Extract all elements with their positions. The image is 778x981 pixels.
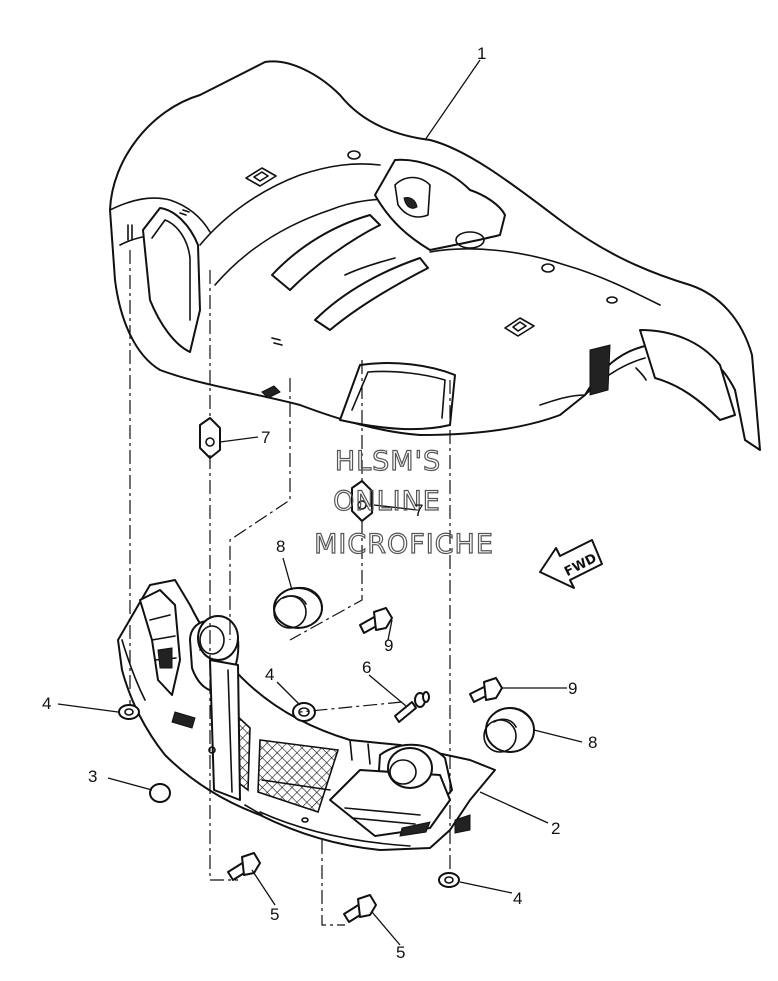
leader-lines: [57, 59, 583, 946]
cap: [149, 783, 171, 803]
callout-7-center: 7: [414, 501, 423, 520]
callout-4-center: 4: [265, 665, 274, 684]
watermark-line-1: HLSM'S: [335, 446, 441, 477]
assembly-lines: [129, 250, 451, 926]
grommet-lower: [483, 707, 535, 753]
callout-7-left: 7: [261, 428, 270, 447]
watermark-line-2: ONLINE: [333, 486, 441, 517]
clip-nut-left: [199, 417, 221, 459]
forward-arrow-icon: FWD: [539, 539, 603, 589]
callout-numbers: 1 2 3 4 4 4 5 5 6 7 7 8 8 9 9: [42, 44, 597, 962]
bolt-lower-left: [227, 852, 261, 881]
front-fender: [109, 60, 761, 451]
callout-4-left: 4: [42, 694, 51, 713]
callout-2: 2: [551, 819, 560, 838]
ring-right: [438, 872, 460, 888]
callout-9-upper: 9: [384, 636, 393, 655]
grommet-upper: [273, 586, 323, 629]
ring-left: [118, 704, 140, 720]
screw: [394, 691, 430, 723]
callout-1: 1: [477, 44, 486, 63]
callout-5-left: 5: [270, 905, 279, 924]
callout-8-upper: 8: [276, 537, 285, 556]
bolt-lower-center: [343, 894, 377, 923]
callout-4-right: 4: [513, 889, 522, 908]
watermark: HLSM'S ONLINE MICROFICHE: [313, 445, 494, 560]
panel-grommet-left: [197, 615, 239, 661]
callout-8-lower: 8: [588, 733, 597, 752]
ring-center: [292, 702, 316, 722]
bolt-upper: [359, 607, 393, 634]
callout-6: 6: [362, 658, 371, 677]
bolt-right: [469, 677, 503, 703]
panel-grommet-right: [387, 747, 433, 789]
callout-5-center: 5: [396, 943, 405, 962]
callout-9-right: 9: [568, 679, 577, 698]
watermark-line-3: MICROFICHE: [314, 529, 494, 560]
callout-3: 3: [88, 767, 97, 786]
